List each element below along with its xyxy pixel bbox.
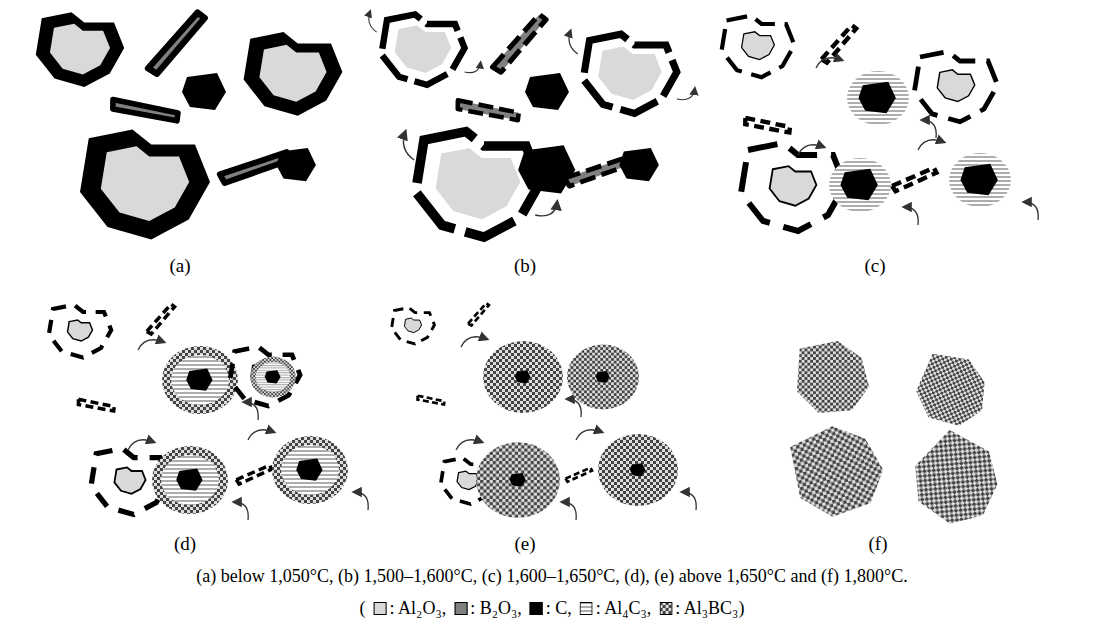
legend-swatch — [454, 602, 467, 615]
panel-label: (a) — [169, 255, 190, 277]
legend-swatch — [530, 602, 543, 615]
legend-bracket: ) — [738, 598, 744, 619]
panel-label: (b) — [514, 255, 536, 277]
figure-caption: (a) below 1,050°C, (b) 1,500–1,600°C, (c… — [196, 566, 907, 587]
legend-pattern-swatch — [659, 602, 672, 615]
legend-text: : C, — [546, 598, 572, 619]
panel-label: (e) — [514, 533, 535, 555]
legend-text: : Al₄C₃, — [596, 598, 652, 619]
panel-label: (d) — [174, 533, 196, 555]
legend-text: : Al₂O₃, — [390, 598, 447, 619]
legend-text: : Al₃BC₃ — [675, 598, 738, 619]
panel-label: (c) — [864, 255, 885, 277]
legend-text: : B₂O₃, — [470, 598, 522, 619]
legend-pattern-swatch — [580, 602, 593, 615]
panel-label: (f) — [869, 533, 888, 555]
legend-row: ( : Al₂O₃, : B₂O₃, : C, : Al₄C₃, : Al₃BC₃) — [360, 598, 745, 619]
legend-swatch — [374, 602, 387, 615]
legend-bracket: ( — [360, 598, 366, 619]
